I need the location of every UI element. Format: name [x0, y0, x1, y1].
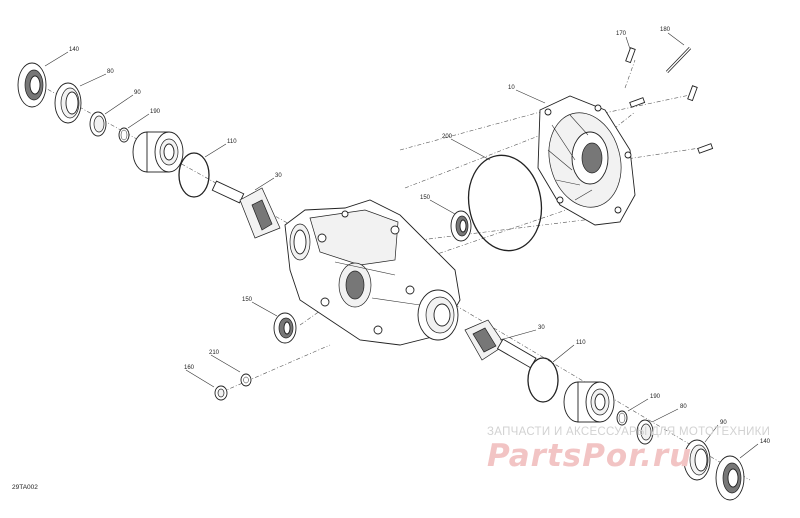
label-80-upper: 80 — [107, 69, 114, 75]
label-190-lower: 190 — [650, 394, 661, 400]
label-210: 210 — [209, 350, 220, 356]
part-200-large-oring — [467, 154, 543, 252]
part-10-cover — [537, 95, 636, 226]
part-110-oring-upper — [178, 152, 210, 198]
label-140-upper: 140 — [69, 47, 80, 53]
part-160-plug — [214, 385, 228, 401]
label-80-lower: 80 — [680, 404, 687, 410]
diagram-code: 29TA002 — [12, 484, 38, 491]
part-210-washer — [240, 373, 252, 387]
part-150-seal-lower — [273, 312, 297, 344]
part-90-nut-upper — [89, 111, 107, 137]
label-140-lower: 140 — [760, 439, 771, 445]
label-150-lower: 150 — [242, 297, 253, 303]
part-110-oring-lower — [527, 357, 559, 403]
label-110-lower: 110 — [576, 340, 586, 346]
part-190-ring-upper — [118, 127, 130, 143]
part-90-nut-lower — [636, 419, 654, 445]
leader-lines — [44, 32, 759, 459]
label-90-lower: 90 — [720, 420, 727, 426]
label-10: 10 — [508, 85, 515, 91]
part-150-seal-upper — [450, 210, 472, 242]
label-30-lower: 30 — [538, 325, 545, 331]
label-150-upper: 150 — [420, 195, 431, 201]
label-110-upper: 110 — [227, 139, 237, 145]
label-190-upper: 190 — [150, 109, 161, 115]
bearing-upper — [132, 131, 184, 173]
part-140-seal-upper — [17, 62, 47, 108]
bearing-lower — [563, 381, 615, 423]
part-30-pinion-upper — [211, 180, 281, 239]
label-200: 200 — [442, 134, 453, 140]
label-170: 170 — [616, 31, 627, 37]
part-190-ring-lower — [616, 410, 628, 426]
part-80-race-upper — [54, 82, 82, 124]
part-30-pinion-lower — [464, 319, 537, 369]
part-80-race-lower — [683, 439, 711, 481]
part-140-seal-lower — [715, 455, 745, 501]
watermark-tagline: ЗАПЧАСТИ И АКСЕССУАРЫ ДЛЯ МОТОТЕХНИКИ — [487, 426, 770, 438]
callout-labels: 140 80 90 190 110 30 170 180 10 200 150 … — [69, 27, 771, 445]
watermark-logo: PartsPor.ru — [487, 438, 692, 474]
part-180-stud — [665, 46, 692, 74]
watermark: ЗАПЧАСТИ И АКСЕССУАРЫ ДЛЯ МОТОТЕХНИКИ Pa… — [487, 426, 770, 474]
label-30-upper: 30 — [275, 173, 282, 179]
label-90-upper: 90 — [134, 90, 141, 96]
part-170-bolts — [625, 47, 714, 154]
label-160: 160 — [184, 365, 195, 371]
gearbox-housing — [284, 199, 461, 346]
label-180: 180 — [660, 27, 671, 33]
